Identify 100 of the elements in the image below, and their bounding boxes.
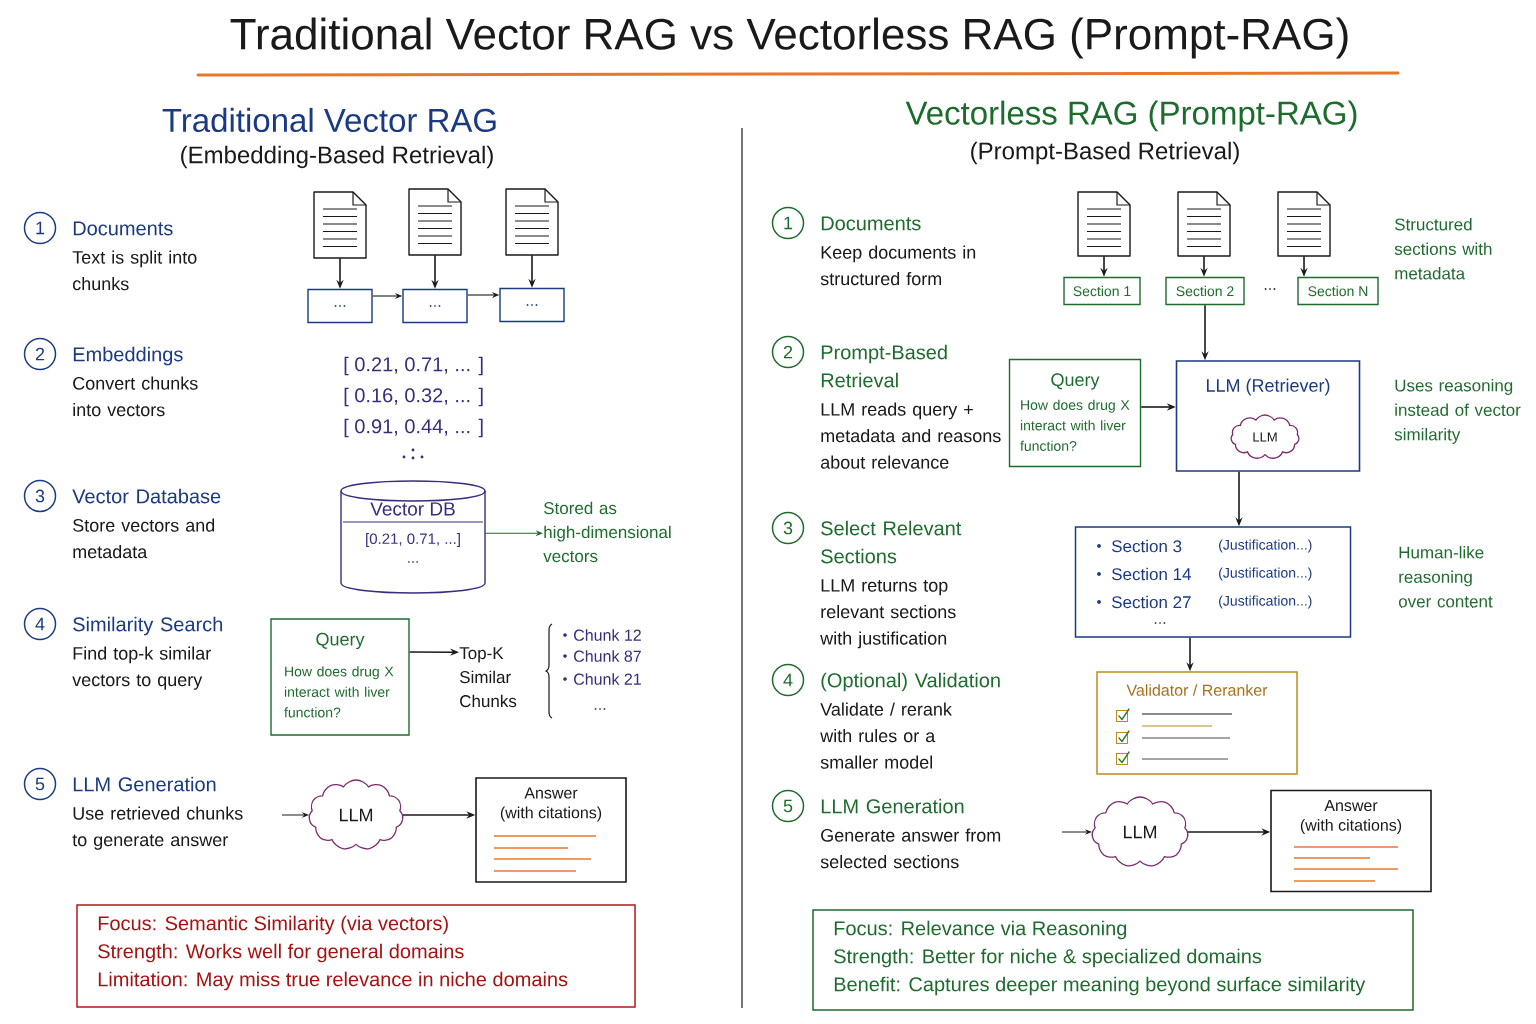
cloud: LLM [308, 779, 404, 850]
step-number: 5 [771, 789, 805, 823]
chunk-box: ... [499, 287, 565, 323]
step-description: Text is split into chunks [72, 250, 197, 291]
list-item: Chunk 12 [574, 629, 641, 641]
vector-text: [ 0.21, 0.71, ... ] [344, 356, 483, 376]
box-title: LLM (Retriever) [1206, 378, 1330, 396]
document-icon [505, 188, 559, 256]
page-title: Traditional Vector RAG vs Vectorless RAG (Prompt-RAG) [230, 17, 1348, 59]
step-title: Documents [73, 221, 173, 236]
step-number: 2 [771, 335, 805, 369]
question-text: How does drug X interact with liver function? [1020, 399, 1130, 451]
answer-card [475, 777, 627, 883]
summary-box [76, 904, 636, 1008]
summary-line: Focus: Relevance via Reasoning [834, 920, 1127, 940]
step-description: Generate answer from selected sections [820, 828, 1001, 869]
vector-text: [ 0.16, 0.32, ... ] [344, 387, 483, 407]
summary-line: Focus: Semantic Similarity (via vectors) [98, 915, 448, 935]
vector-text: [0.21, 0.71, ...] [366, 533, 460, 547]
step-description: Store vectors and metadata [73, 518, 215, 559]
summary-line: Strength: Better for niche & specialized domains [834, 948, 1262, 968]
step-number: 1 [771, 206, 805, 240]
step-description: Use retrieved chunks to generate answer [72, 806, 243, 850]
card-title: Answer [1324, 799, 1378, 812]
summary-line: Strength: Works well for general domains [98, 943, 464, 963]
step-title: LLM Generation [73, 776, 216, 792]
box-title: Validator / Reranker [1126, 684, 1268, 696]
step-number: 2 [23, 337, 57, 371]
panel-heading: Vectorless RAG (Prompt-RAG) [905, 100, 1357, 132]
step-description: Find top-k similar vectors to query [72, 646, 211, 690]
document-icon [313, 191, 367, 259]
cloud: LLM [1091, 796, 1189, 867]
document-icon [408, 188, 462, 256]
step-description: LLM returns top relevant sections with justification [820, 579, 956, 649]
panel-heading: Traditional Vector RAG [162, 107, 496, 133]
step-number: 4 [771, 663, 805, 697]
box-title: Query [1051, 373, 1100, 390]
document-icon [1177, 191, 1231, 257]
section-box: Section 1 [1063, 276, 1141, 306]
question-text: How does drug X interact with liver function? [284, 666, 394, 718]
step-number: 3 [23, 479, 57, 513]
document-icon [1277, 191, 1331, 257]
summary-line: Benefit: Captures deeper meaning beyond surface similarity [834, 976, 1366, 996]
section-box: Section N [1297, 276, 1379, 306]
step-title: Select Relevant Sections [821, 520, 962, 564]
answer-card [1270, 789, 1432, 893]
query-box [270, 618, 410, 736]
step-number: 5 [23, 767, 57, 801]
note-text: Stored as high-dimensional vectors [543, 501, 671, 563]
card-subtitle: (with citations) [1300, 819, 1402, 834]
ellipsis-text: ... [1154, 622, 1166, 624]
side-note: Uses reasoning instead of vector similarity [1394, 379, 1521, 444]
panel-subheading: (Embedding-Based Retrieval) [181, 145, 493, 169]
side-note: Human-like reasoning over content [1398, 546, 1493, 608]
arrow [1061, 829, 1092, 835]
card-subtitle: (with citations) [500, 806, 602, 822]
step-number: 4 [23, 607, 57, 641]
database-cylinder [340, 480, 486, 594]
cloud: LLM [1230, 414, 1300, 459]
ellipsis-text: ... [594, 708, 606, 710]
summary-box [812, 909, 1414, 1011]
step-title: Embeddings [73, 346, 183, 366]
justification-text: (Justification...) [1219, 567, 1312, 581]
ellipsis-text: ... [1264, 288, 1276, 290]
document-icon [1077, 191, 1131, 257]
arrow [281, 812, 309, 818]
step-title: Documents [821, 216, 921, 231]
chunk-box: ... [307, 288, 373, 324]
step-description: Convert chunks into vectors [73, 376, 198, 417]
card-title: Answer [524, 787, 578, 799]
step-title: Prompt-Based Retrieval [821, 344, 947, 388]
step-description: LLM reads query + metadata and reasons about relevance [821, 402, 1001, 469]
step-description: Validate / rerank with rules or a smaller model [820, 702, 952, 769]
list-item: Section 14 [1112, 567, 1191, 581]
list-item: Chunk 21 [574, 673, 641, 685]
justification-text: (Justification...) [1219, 595, 1312, 609]
vector-text: [ 0.91, 0.44, ... ] [344, 418, 483, 438]
justification-text: (Justification...) [1219, 539, 1312, 553]
step-title: Vector Database [72, 488, 221, 504]
step-number: 1 [23, 211, 57, 245]
step-number: 3 [771, 511, 805, 545]
step-title: (Optional) Validation [821, 672, 1000, 692]
summary-line: Limitation: May miss true relevance in niche domains [98, 971, 568, 991]
cylinder-label: Vector DB [370, 502, 455, 516]
side-note: Structured sections with metadata [1394, 218, 1492, 280]
step-title: Similarity Search [73, 616, 223, 636]
chunk-box: ... [402, 288, 468, 324]
section-box: Section 2 [1165, 276, 1245, 306]
list-item: Section 3 [1112, 539, 1182, 553]
ellipsis-text: ... [408, 561, 418, 563]
step-description: Keep documents in structured form [820, 245, 976, 286]
box-title: Query [316, 632, 365, 650]
list-item: Section 27 [1112, 595, 1191, 609]
validator-box [1096, 671, 1298, 775]
list-item: Chunk 87 [574, 650, 641, 662]
results-box [1074, 526, 1352, 638]
step-title: LLM Generation [821, 798, 964, 814]
query-box [1008, 358, 1142, 468]
panel-subheading: (Prompt-Based Retrieval) [971, 141, 1239, 165]
result-text: Top-K Similar Chunks [459, 647, 517, 708]
